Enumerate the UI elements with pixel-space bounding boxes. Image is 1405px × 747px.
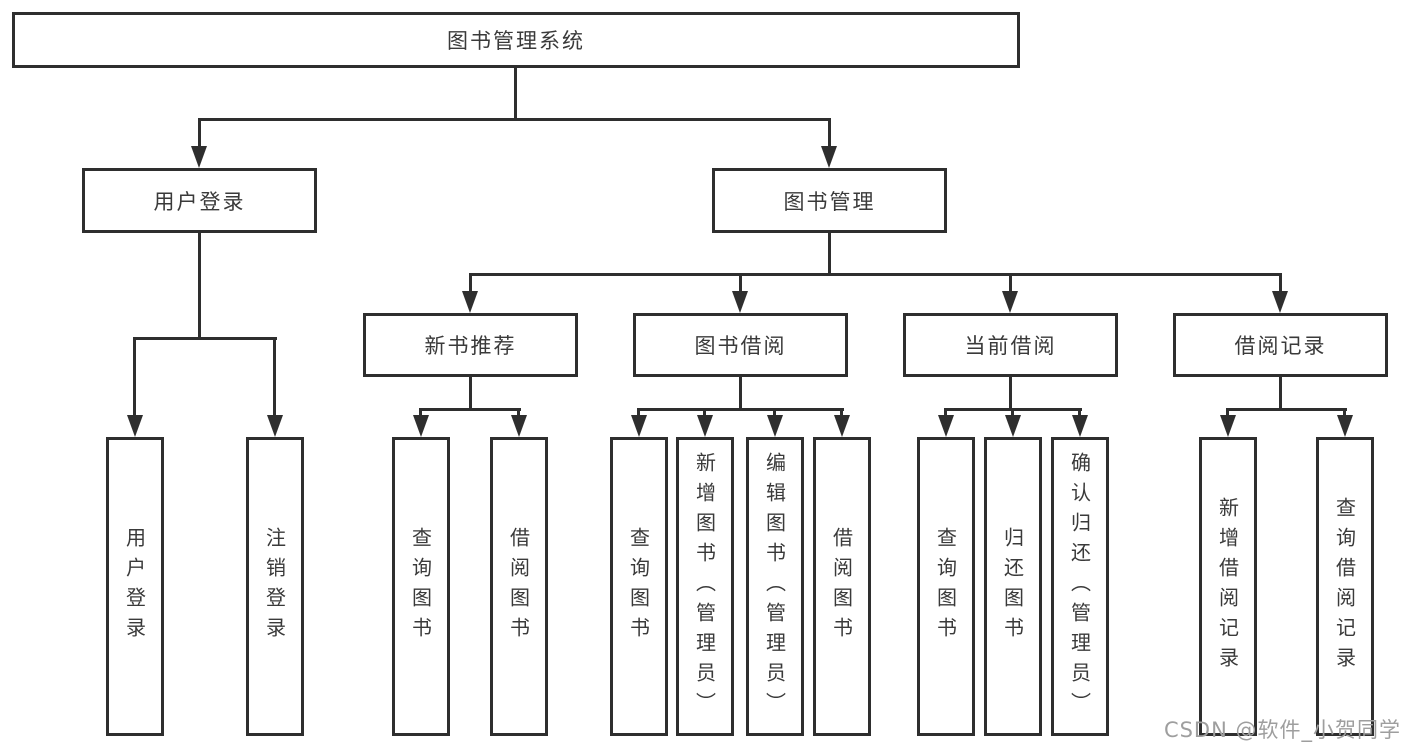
node-label: 图书借阅 bbox=[694, 334, 787, 358]
node-label: 新增图书（管理员） bbox=[692, 451, 717, 722]
connector bbox=[840, 408, 843, 415]
connector bbox=[198, 233, 201, 340]
node-label: 查询图书 bbox=[408, 526, 433, 647]
node-label: 新书推荐 bbox=[424, 334, 517, 358]
node-label: 编辑图书（管理员） bbox=[762, 451, 787, 722]
leaf-confirm-return-admin: 确认归还（管理员） bbox=[1051, 437, 1109, 736]
arrow-down-icon bbox=[267, 415, 283, 437]
connector bbox=[133, 337, 277, 340]
connector bbox=[469, 273, 472, 291]
arrow-down-icon bbox=[1005, 415, 1021, 437]
arrow-down-icon bbox=[697, 415, 713, 437]
connector bbox=[1011, 408, 1014, 415]
node-user-login: 用户登录 bbox=[82, 168, 317, 233]
node-label: 查询借阅记录 bbox=[1332, 496, 1357, 677]
node-label: 当前借阅 bbox=[964, 334, 1057, 358]
leaf-query-borrow-record: 查询借阅记录 bbox=[1316, 437, 1374, 736]
connector bbox=[469, 377, 472, 411]
node-label: 新增借阅记录 bbox=[1215, 496, 1240, 677]
node-label: 查询图书 bbox=[626, 526, 651, 647]
arrow-down-icon bbox=[1272, 291, 1288, 313]
connector bbox=[1009, 273, 1012, 291]
arrow-down-icon bbox=[127, 415, 143, 437]
arrow-down-icon bbox=[1220, 415, 1236, 437]
connector bbox=[637, 408, 844, 411]
arrow-down-icon bbox=[191, 146, 207, 168]
leaf-user-login: 用户登录 bbox=[106, 437, 164, 736]
leaf-query-books-recommend: 查询图书 bbox=[392, 437, 450, 736]
arrow-down-icon bbox=[821, 146, 837, 168]
leaf-borrow-books-recommend: 借阅图书 bbox=[490, 437, 548, 736]
node-label: 图书管理系统 bbox=[447, 29, 585, 53]
leaf-add-books-admin: 新增图书（管理员） bbox=[676, 437, 734, 736]
leaf-query-books-current: 查询图书 bbox=[917, 437, 975, 736]
arrow-down-icon bbox=[1002, 291, 1018, 313]
arrow-down-icon bbox=[938, 415, 954, 437]
connector bbox=[739, 377, 742, 411]
connector bbox=[828, 233, 831, 276]
connector bbox=[1279, 273, 1282, 291]
arrow-down-icon bbox=[834, 415, 850, 437]
connector bbox=[514, 68, 517, 118]
node-book-management: 图书管理 bbox=[712, 168, 947, 233]
connector bbox=[944, 408, 947, 415]
arrow-down-icon bbox=[631, 415, 647, 437]
node-label: 图书管理 bbox=[783, 189, 876, 214]
leaf-query-books-borrow: 查询图书 bbox=[610, 437, 668, 736]
connector bbox=[198, 118, 201, 146]
connector bbox=[133, 337, 136, 415]
connector bbox=[273, 337, 276, 415]
node-label: 查询图书 bbox=[933, 526, 958, 647]
node-label: 借阅图书 bbox=[506, 526, 531, 647]
arrow-down-icon bbox=[1072, 415, 1088, 437]
connector bbox=[637, 408, 640, 415]
connector bbox=[1226, 408, 1229, 415]
node-label: 借阅记录 bbox=[1234, 334, 1327, 358]
connector bbox=[1343, 408, 1346, 415]
leaf-borrow-books: 借阅图书 bbox=[813, 437, 871, 736]
connector bbox=[198, 118, 831, 121]
connector bbox=[419, 408, 521, 411]
node-label: 归还图书 bbox=[1000, 526, 1025, 647]
connector bbox=[1226, 408, 1347, 411]
arrow-down-icon bbox=[511, 415, 527, 437]
connector bbox=[1009, 377, 1012, 411]
connector bbox=[469, 273, 1282, 276]
connector bbox=[828, 118, 831, 146]
connector bbox=[773, 408, 776, 415]
arrow-down-icon bbox=[413, 415, 429, 437]
arrow-down-icon bbox=[732, 291, 748, 313]
node-label: 确认归还（管理员） bbox=[1067, 451, 1092, 722]
leaf-edit-books-admin: 编辑图书（管理员） bbox=[746, 437, 804, 736]
node-borrow-records: 借阅记录 bbox=[1173, 313, 1388, 377]
node-label: 用户登录 bbox=[122, 526, 147, 647]
connector bbox=[1078, 408, 1081, 415]
csdn-watermark: CSDN @软件_小贺同学 bbox=[1163, 718, 1401, 742]
arrow-down-icon bbox=[1337, 415, 1353, 437]
node-root: 图书管理系统 bbox=[12, 12, 1020, 68]
node-current-borrow: 当前借阅 bbox=[903, 313, 1118, 377]
connector bbox=[517, 408, 520, 415]
node-label: 注销登录 bbox=[262, 526, 287, 647]
connector bbox=[739, 273, 742, 291]
arrow-down-icon bbox=[767, 415, 783, 437]
connector bbox=[419, 408, 422, 415]
node-new-book-recommend: 新书推荐 bbox=[363, 313, 578, 377]
connector bbox=[1279, 377, 1282, 411]
node-label: 借阅图书 bbox=[829, 526, 854, 647]
leaf-add-borrow-record: 新增借阅记录 bbox=[1199, 437, 1257, 736]
leaf-logout: 注销登录 bbox=[246, 437, 304, 736]
node-book-borrow: 图书借阅 bbox=[633, 313, 848, 377]
arrow-down-icon bbox=[462, 291, 478, 313]
node-label: 用户登录 bbox=[153, 189, 246, 214]
connector bbox=[703, 408, 706, 415]
leaf-return-books: 归还图书 bbox=[984, 437, 1042, 736]
